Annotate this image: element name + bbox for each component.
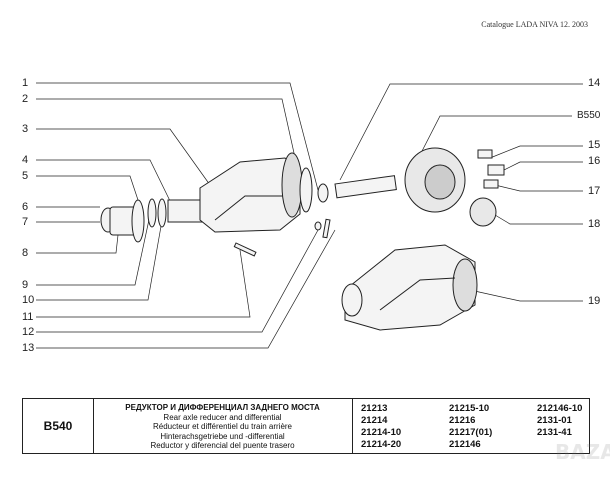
model: 2131-01	[537, 415, 572, 426]
bolt-11	[233, 242, 257, 257]
reducer-housing	[199, 157, 301, 233]
assembled-rib	[379, 277, 456, 311]
leader-12	[36, 229, 319, 333]
assembled-ring	[452, 258, 478, 312]
model: 21215-10	[449, 403, 490, 414]
leader-1	[36, 82, 319, 191]
model: 21217(01)	[449, 427, 493, 438]
callout-8: 8	[22, 247, 29, 259]
callout-5: 5	[22, 170, 29, 182]
title-fr: Réducteur et différentiel du train arriè…	[152, 422, 293, 431]
callout-18: 18	[588, 218, 601, 230]
leader-5	[36, 175, 139, 201]
models-col-3: 212146-10 2131-01 2131-41	[537, 403, 582, 439]
bearing-cup	[317, 183, 329, 203]
leader-10	[36, 214, 164, 301]
leader-19	[469, 289, 583, 302]
model: 2131-41	[537, 427, 572, 438]
callout-7: 7	[22, 216, 29, 228]
models-col-1: 21213 21214 21214-10 21214-20	[361, 403, 401, 451]
callout-12: 12	[22, 326, 35, 338]
leader-8	[36, 234, 119, 254]
leader-4	[36, 159, 173, 206]
leader-lines	[36, 82, 583, 349]
model: 21214-10	[361, 427, 402, 438]
title-de: Hinterachsgetriebe und -differential	[160, 431, 285, 441]
title-es: Reductor y diferencial del puente traser…	[150, 441, 295, 450]
flange-disc	[131, 199, 145, 243]
title-en: Rear axle reducer and differential	[163, 412, 282, 422]
callout-6: 6	[22, 201, 29, 213]
model: 21216	[449, 415, 476, 426]
section-code: B540	[23, 399, 94, 453]
models-col-2: 21215-10 21216 21217(01) 212146	[449, 403, 492, 451]
figure-code: B550	[577, 110, 601, 121]
leader-9	[36, 214, 151, 286]
part-17	[483, 179, 499, 189]
callout-11: 11	[22, 311, 34, 323]
leader-14	[339, 83, 583, 181]
model: 212146	[449, 439, 481, 450]
leader-13	[36, 229, 336, 349]
model: 21213	[361, 403, 388, 414]
callout-17: 17	[588, 185, 601, 197]
assembled-reducer	[341, 244, 478, 331]
leader-b550	[419, 115, 572, 156]
leader-3	[36, 128, 211, 186]
callout-4: 4	[22, 154, 29, 166]
model: 212146-10	[537, 403, 583, 414]
bolt-13	[322, 218, 331, 239]
model: 21214-20	[361, 439, 402, 450]
leader-17	[494, 184, 583, 192]
assembled-flange	[341, 283, 363, 317]
info-table: B540 РЕДУКТОР И ДИФФЕРЕНЦИАЛ ЗАДНЕГО МОС…	[22, 398, 590, 454]
callout-13: 13	[22, 342, 35, 354]
callout-1: 1	[22, 77, 29, 89]
leader-15	[489, 145, 583, 159]
housing-rib	[214, 195, 285, 221]
washer-12	[314, 221, 322, 231]
axle-shaft	[334, 175, 397, 199]
leader-16	[499, 161, 583, 173]
gear-housing	[100, 147, 505, 257]
crown-gear	[281, 152, 303, 218]
callout-19: 19	[588, 295, 601, 307]
leader-18	[489, 211, 583, 225]
watermark-logo: BAZAR	[555, 440, 610, 464]
callout-10: 10	[22, 294, 35, 306]
catalog-header: Catalogue LADA NIVA 12. 2003	[481, 20, 588, 29]
part-16	[487, 164, 505, 176]
differential-gears	[424, 164, 456, 200]
leader-11	[36, 249, 251, 318]
bearing-18	[469, 197, 497, 227]
callout-15: 15	[588, 139, 601, 151]
title-block: РЕДУКТОР И ДИФФЕРЕНЦИАЛ ЗАДНЕГО МОСТА Re…	[93, 399, 353, 453]
leader-2	[36, 98, 301, 181]
callout-2: 2	[22, 93, 29, 105]
gear-washer	[299, 167, 313, 213]
model: 21214	[361, 415, 388, 426]
part-15	[477, 149, 493, 159]
callout-16: 16	[588, 155, 601, 167]
models-block: 21213 21214 21214-10 21214-20 21215-10 2…	[353, 399, 589, 453]
bearing-ring	[157, 198, 167, 228]
oil-seal	[147, 198, 157, 228]
callout-9: 9	[22, 279, 29, 291]
callout-3: 3	[22, 123, 29, 135]
callout-14: 14	[588, 77, 601, 89]
title-ru: РЕДУКТОР И ДИФФЕРЕНЦИАЛ ЗАДНЕГО МОСТА	[125, 403, 320, 412]
